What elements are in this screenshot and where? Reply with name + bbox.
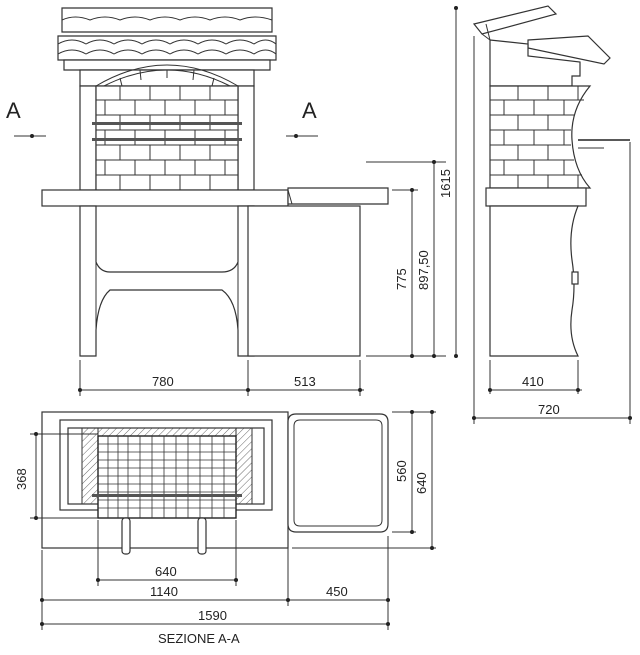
dim-total-depth-plan: 640	[414, 472, 429, 494]
dim-total-height: 1615	[438, 169, 453, 198]
dim-base-depth: 410	[522, 374, 544, 389]
dim-table-height: 775	[394, 268, 409, 290]
main-table-top	[41, 189, 289, 207]
front-view: A A 780 513	[6, 6, 458, 396]
side-roof-top	[472, 5, 558, 35]
section-marker-right-label: A	[302, 98, 317, 123]
side-dimensions: 410 720	[472, 36, 632, 424]
dim-total-depth: 720	[538, 402, 560, 417]
grill-handle-right	[197, 517, 207, 555]
side-table-top	[287, 187, 389, 205]
section-marker-left-label: A	[6, 98, 21, 123]
side-cabinet	[247, 205, 361, 357]
front-horizontal-dimensions: 780 513	[78, 360, 364, 396]
dim-side-table-height: 897,50	[416, 250, 431, 290]
base-legs	[79, 205, 255, 357]
dim-grill-depth: 368	[14, 468, 29, 490]
side-brick-wall	[489, 85, 630, 189]
dim-side-table-width: 513	[294, 374, 316, 389]
section-title: SEZIONE A-A	[158, 631, 240, 646]
plan-dims-right: 560 640	[292, 410, 436, 550]
plan-dims-left: 368	[14, 432, 98, 520]
plan-side-table	[287, 413, 389, 533]
section-marker-left: A	[6, 98, 46, 138]
side-view: 410 720	[472, 5, 632, 424]
side-base	[489, 205, 579, 357]
plan-view: 368 560 640 640	[14, 410, 436, 646]
grill-handle-left	[121, 517, 131, 555]
plan-dims-bottom: 640 1140 450 1590	[40, 520, 390, 630]
brick-wall	[92, 85, 242, 191]
dim-side-table-width-plan: 450	[326, 584, 348, 599]
roof	[57, 7, 277, 71]
dim-side-table-depth: 560	[394, 460, 409, 482]
side-table-top-profile	[485, 187, 587, 207]
dim-base-width: 780	[152, 374, 174, 389]
section-marker-right: A	[286, 98, 318, 138]
grill-grid	[92, 435, 242, 519]
dim-inner-width: 1140	[150, 584, 178, 599]
front-vertical-dimensions: 775 897,50 1615	[366, 6, 458, 358]
dim-grill-width: 640	[155, 564, 177, 579]
dim-total-width: 1590	[198, 608, 227, 623]
